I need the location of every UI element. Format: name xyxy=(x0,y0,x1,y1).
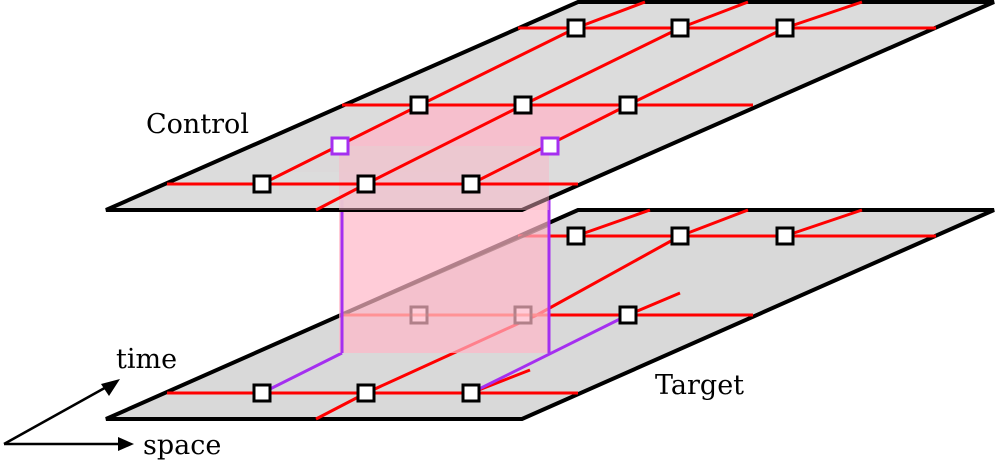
control-node xyxy=(461,174,481,194)
volume-ghost-nodes xyxy=(409,305,533,325)
ghost-node xyxy=(513,305,533,325)
control-highlight-nodes xyxy=(330,136,560,156)
highlight-node xyxy=(330,136,350,156)
target-node xyxy=(775,226,795,246)
control-node xyxy=(409,95,429,115)
target-node xyxy=(670,226,690,246)
target-highlight-path xyxy=(261,313,629,395)
volume-vertical-edges xyxy=(340,200,551,353)
space-label: space xyxy=(143,430,221,461)
control-node xyxy=(618,95,638,115)
control-nodes xyxy=(252,18,795,194)
target-node xyxy=(566,226,586,246)
control-plane xyxy=(105,0,995,212)
highlight-node xyxy=(540,136,560,156)
target-node xyxy=(356,383,376,403)
ghost-node xyxy=(409,305,429,325)
control-node xyxy=(356,174,376,194)
control-node xyxy=(566,18,586,38)
control-label: Control xyxy=(146,109,249,140)
control-node xyxy=(513,95,533,115)
time-label: time xyxy=(116,344,177,375)
axes: time space xyxy=(3,344,221,461)
target-label: Target xyxy=(655,370,744,401)
control-node xyxy=(775,18,795,38)
time-arrowhead-icon xyxy=(101,379,120,396)
space-arrowhead-icon xyxy=(118,437,134,451)
target-node xyxy=(461,383,481,403)
control-node xyxy=(252,174,272,194)
control-node xyxy=(670,18,690,38)
volume-diagonal-edge xyxy=(341,223,550,317)
target-node xyxy=(618,305,638,325)
time-axis xyxy=(3,383,111,446)
target-node xyxy=(252,383,272,403)
